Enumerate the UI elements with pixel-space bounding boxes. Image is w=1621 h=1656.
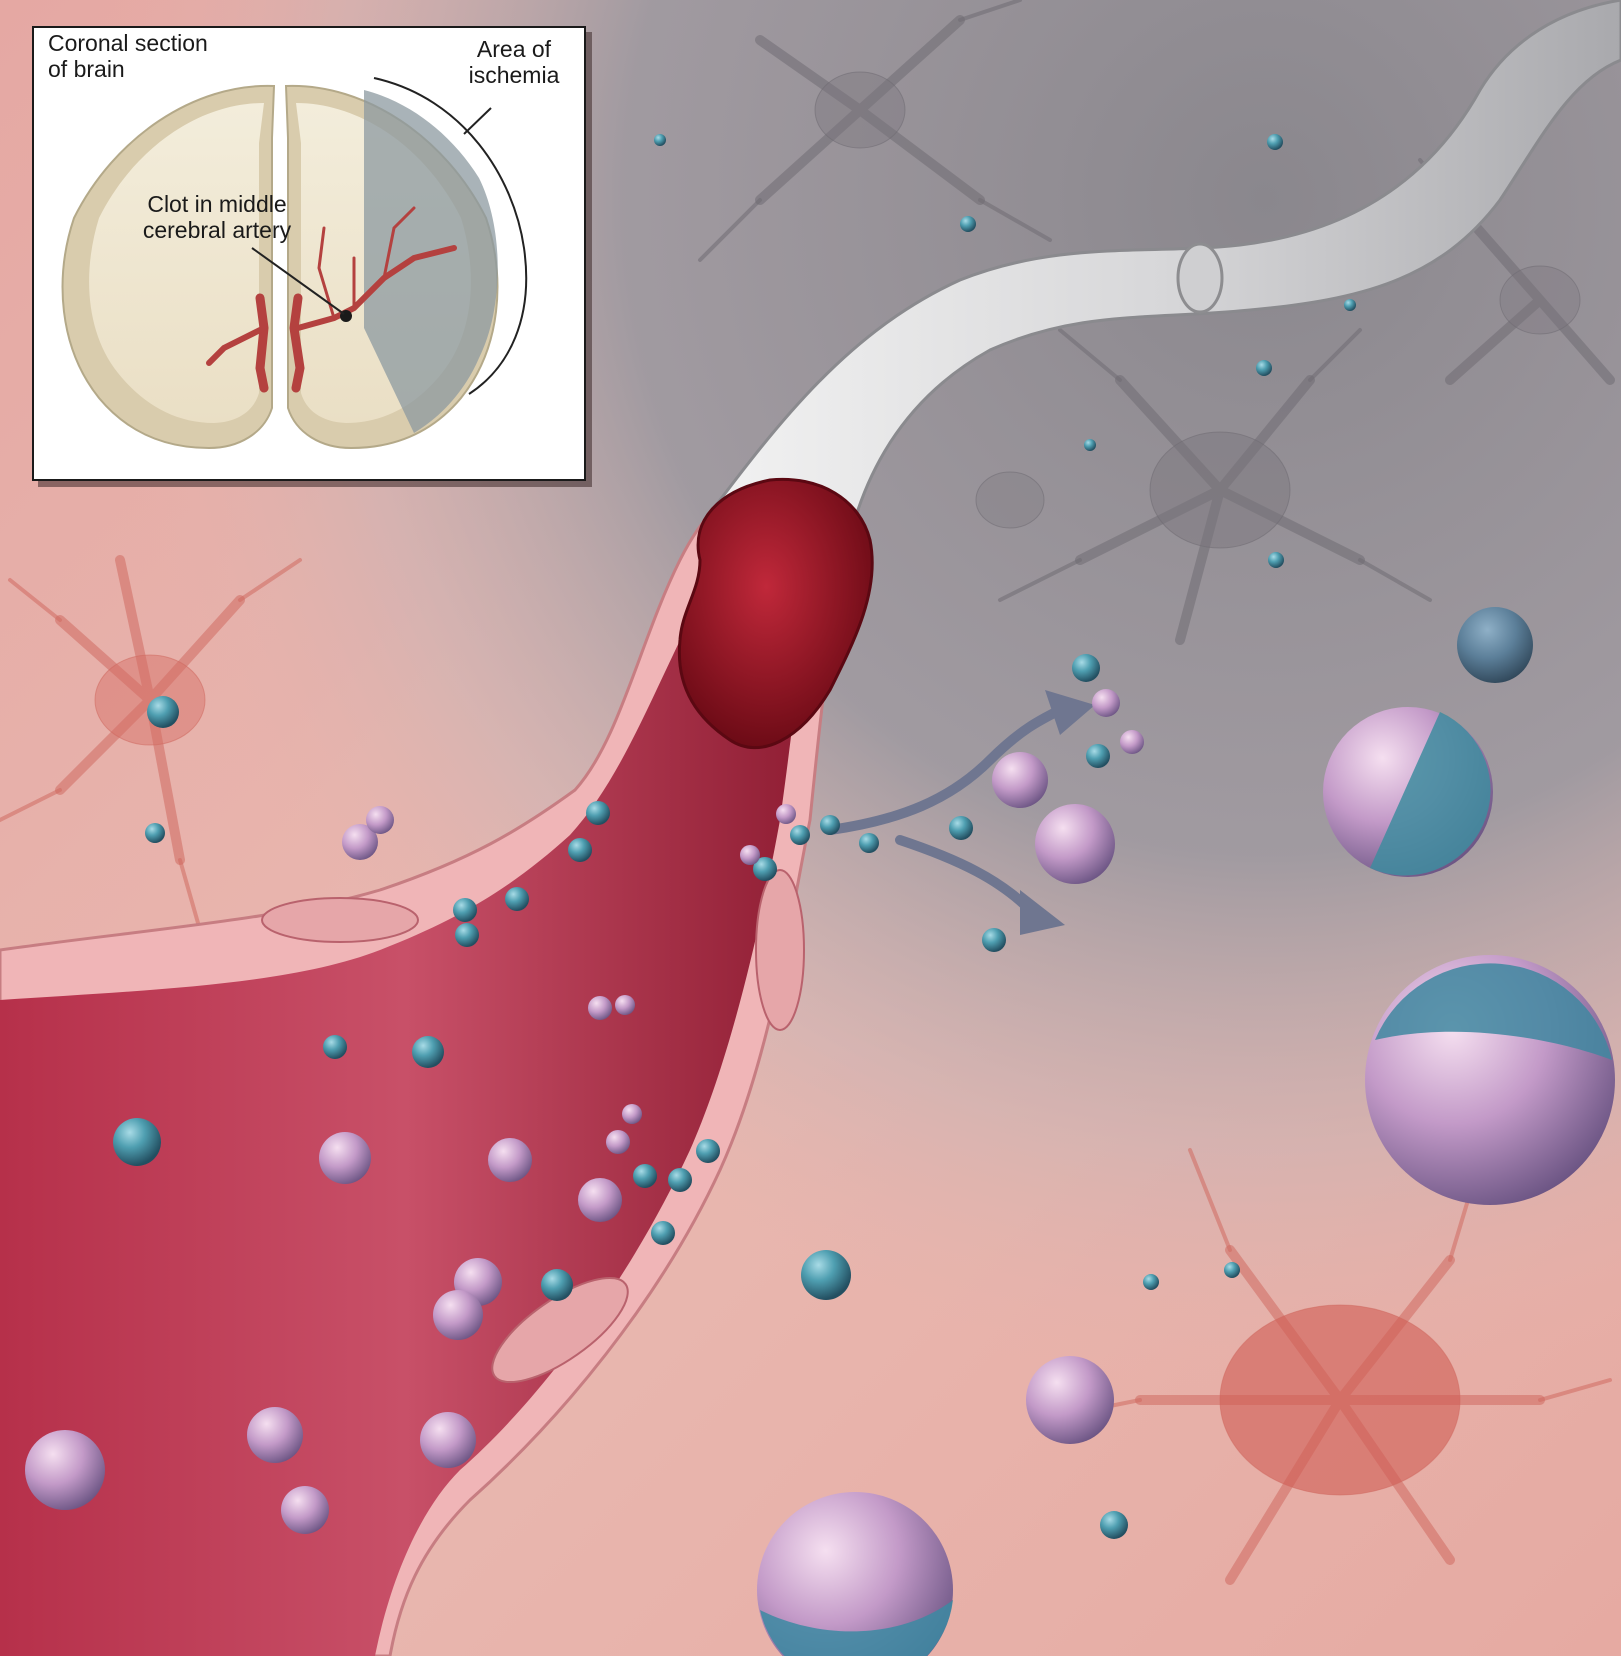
brain-hemisphere-left — [61, 84, 276, 450]
label-coronal-section-line1: Coronal section — [48, 30, 208, 56]
clot-leader-line — [251, 247, 345, 315]
cerebral-arteries — [206, 206, 457, 393]
label-coronal-section: Coronal section of brain — [48, 30, 278, 82]
ischemic-neurons — [698, 0, 1615, 645]
artery-lumen — [0, 560, 810, 1656]
arrow-heads — [1020, 690, 1095, 935]
large-spheres — [757, 607, 1615, 1656]
label-clot-line2: cerebral artery — [142, 217, 292, 243]
brain-section-drawing — [61, 77, 528, 450]
pink-particles — [25, 689, 1144, 1534]
label-coronal-section-line2: of brain — [48, 56, 125, 82]
ischemia-bracket — [373, 77, 528, 395]
label-area-of-ischemia: Area of ischemia — [449, 36, 579, 88]
coronal-brain-inset: Coronal section of brain Area of ischemi… — [32, 26, 586, 481]
label-clot-in-artery: Clot in middle cerebral artery — [112, 191, 322, 243]
healthy-neurons — [0, 555, 1612, 1585]
label-area-line2: ischemia — [468, 62, 560, 88]
blood-clot — [677, 477, 874, 750]
label-area-line1: Area of — [476, 36, 552, 62]
label-clot-line1: Clot in middle — [147, 191, 287, 217]
ischemia-zone — [364, 90, 498, 433]
diffusion-arrows — [825, 705, 1065, 915]
teal-particles — [113, 134, 1356, 1539]
